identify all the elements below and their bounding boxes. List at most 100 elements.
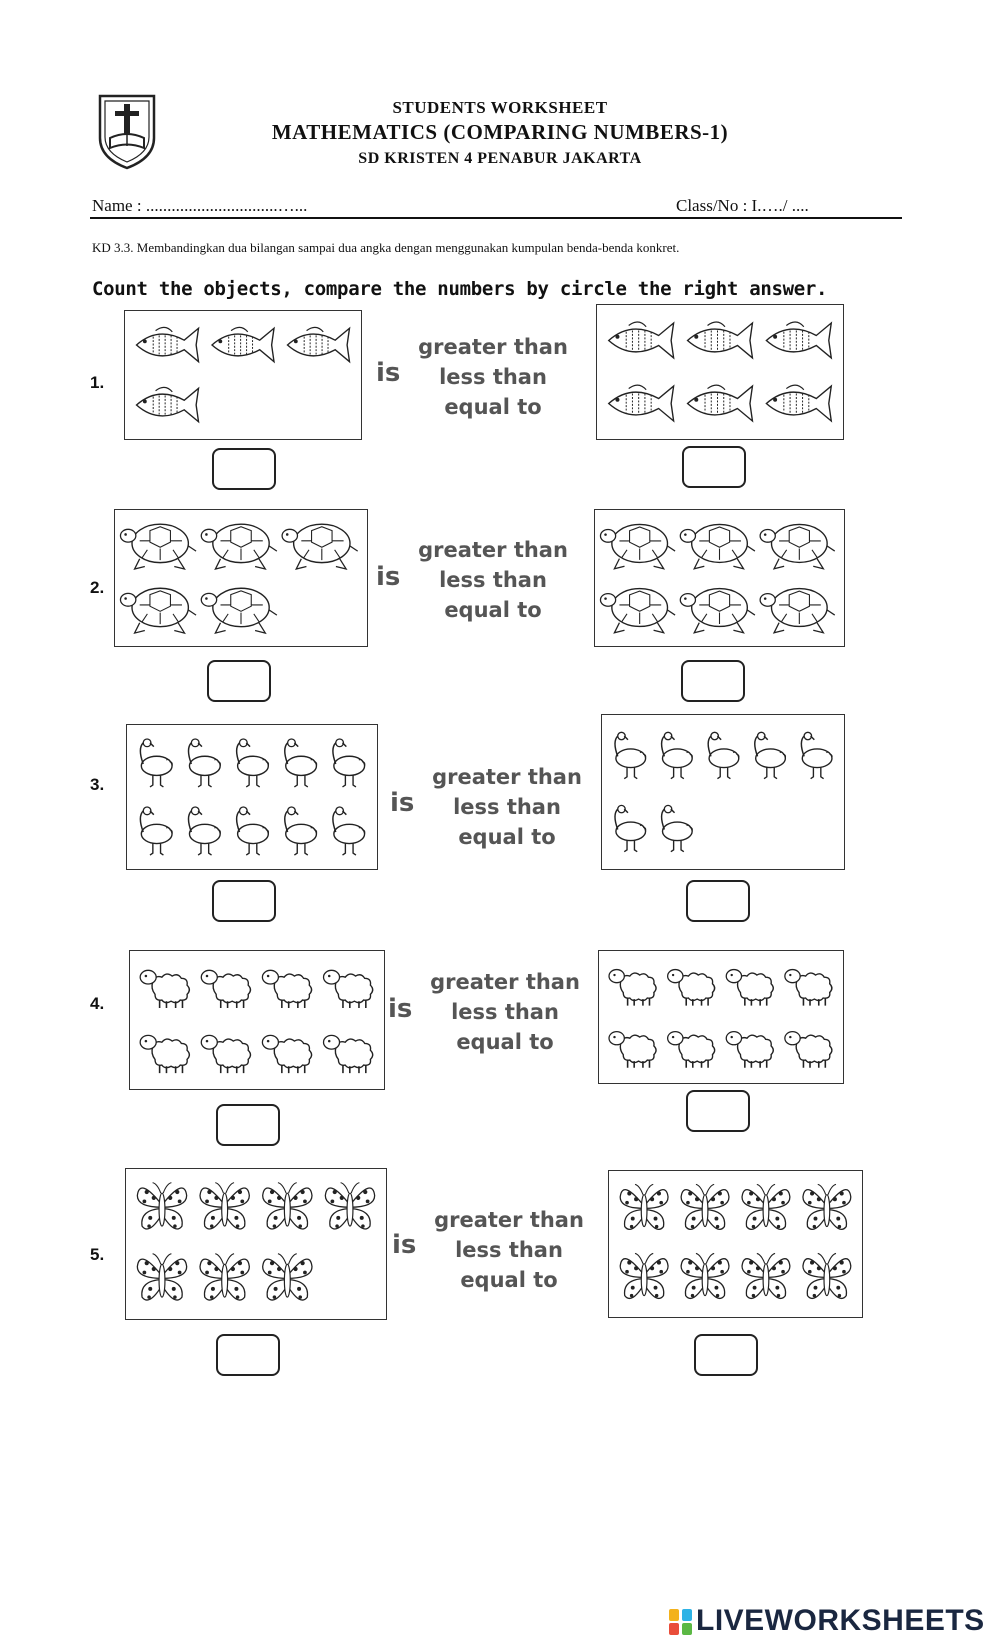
sheep-icon xyxy=(139,969,191,1009)
flamingo-icon xyxy=(235,738,270,788)
worksheet-label: STUDENTS WORKSHEET xyxy=(392,98,608,117)
butterfly-icon xyxy=(324,1182,376,1230)
right-count-input[interactable] xyxy=(694,1334,758,1376)
butterfly-icon xyxy=(680,1183,730,1230)
right-object-group xyxy=(601,714,845,870)
left-count-input[interactable] xyxy=(216,1104,280,1146)
choice-equal-to[interactable]: equal to xyxy=(460,1268,558,1292)
butterfly-icon xyxy=(136,1182,188,1230)
left-object-group xyxy=(124,310,362,440)
name-field-label: Name : ...............................….… xyxy=(92,196,308,215)
turtle-icon xyxy=(759,587,836,634)
fish-icon xyxy=(135,326,351,424)
sheep-icon xyxy=(139,1034,191,1074)
left-object-group xyxy=(125,1168,387,1320)
fish-icon xyxy=(607,321,675,360)
sheep-icon xyxy=(784,1030,833,1068)
sheep-icon xyxy=(322,1034,374,1074)
choice-greater-than[interactable]: greater than xyxy=(434,1208,584,1232)
butterfly-icon xyxy=(802,1183,852,1230)
fish-icon xyxy=(765,384,833,423)
sheep-icon xyxy=(200,1034,252,1074)
is-label: is xyxy=(388,994,413,1024)
question-number: 5. xyxy=(90,1245,105,1264)
flamingo-icon xyxy=(707,731,740,780)
class-field-label: Class/No : I.…./ .... xyxy=(676,196,809,215)
fish-icon xyxy=(607,384,675,423)
choice-equal-to[interactable]: equal to xyxy=(456,1030,554,1054)
flamingo-icon xyxy=(139,738,366,856)
sheep-icon xyxy=(139,969,374,1074)
butterfly-icon xyxy=(262,1253,313,1301)
left-object-group xyxy=(129,950,385,1090)
question-number: 3. xyxy=(90,775,105,794)
sheep-icon xyxy=(666,1030,716,1068)
flamingo-icon xyxy=(614,731,647,780)
flamingo-icon xyxy=(660,804,693,853)
fish-icon xyxy=(765,321,833,360)
instruction-text: Count the objects, compare the numbers b… xyxy=(92,278,828,300)
butterfly-icon xyxy=(136,1182,376,1301)
butterfly-icon xyxy=(262,1182,313,1230)
choice-greater-than[interactable]: greater than xyxy=(418,538,568,562)
choice-equal-to[interactable]: equal to xyxy=(444,598,542,622)
is-label: is xyxy=(390,788,415,818)
turtle-icon xyxy=(679,587,756,634)
right-count-input[interactable] xyxy=(682,446,746,488)
left-count-input[interactable] xyxy=(212,448,276,490)
fish-icon xyxy=(607,321,833,423)
choice-equal-to[interactable]: equal to xyxy=(458,825,556,849)
flamingo-icon xyxy=(800,731,833,780)
choice-equal-to[interactable]: equal to xyxy=(444,395,542,419)
fish-icon xyxy=(135,386,200,424)
flamingo-icon xyxy=(235,806,270,856)
sheep-icon xyxy=(725,1030,774,1068)
fish-icon xyxy=(686,384,754,423)
butterfly-icon xyxy=(741,1252,791,1299)
sheep-icon xyxy=(200,969,252,1009)
sheep-icon xyxy=(784,968,833,1006)
choice-less-than[interactable]: less than xyxy=(439,365,547,389)
choice-less-than[interactable]: less than xyxy=(451,1000,559,1024)
flamingo-icon xyxy=(139,806,173,856)
flamingo-icon xyxy=(139,738,173,788)
choice-less-than[interactable]: less than xyxy=(439,568,547,592)
footer-brand: LIVEWORKSHEETS xyxy=(696,1604,985,1637)
answer-choices: greater than less than equal to xyxy=(420,967,590,1057)
choice-less-than[interactable]: less than xyxy=(455,1238,563,1262)
turtle-icon xyxy=(200,587,278,635)
butterfly-icon xyxy=(199,1182,250,1230)
turtle-icon xyxy=(679,523,756,570)
flamingo-icon xyxy=(187,806,221,856)
right-count-input[interactable] xyxy=(686,880,750,922)
is-label: is xyxy=(392,1230,417,1260)
sheep-icon xyxy=(608,1030,657,1068)
left-count-input[interactable] xyxy=(216,1334,280,1376)
right-count-input[interactable] xyxy=(686,1090,750,1132)
fish-icon xyxy=(210,326,275,364)
choice-greater-than[interactable]: greater than xyxy=(432,765,582,789)
right-object-group xyxy=(598,950,844,1084)
choice-less-than[interactable]: less than xyxy=(453,795,561,819)
fish-icon xyxy=(135,326,200,364)
flamingo-icon xyxy=(332,806,366,856)
left-count-input[interactable] xyxy=(207,660,271,702)
sheep-icon xyxy=(725,968,774,1006)
sheep-icon xyxy=(261,1034,313,1074)
flamingo-icon xyxy=(284,738,318,788)
right-count-input[interactable] xyxy=(681,660,745,702)
left-object-group xyxy=(114,509,368,647)
answer-choices: greater than less than equal to xyxy=(424,1205,594,1295)
turtle-icon xyxy=(599,587,676,634)
is-label: is xyxy=(376,358,401,388)
right-object-group xyxy=(594,509,845,647)
choice-greater-than[interactable]: greater than xyxy=(430,970,580,994)
is-label: is xyxy=(376,562,401,592)
flamingo-icon xyxy=(660,731,693,780)
sheep-icon xyxy=(261,969,313,1009)
left-object-group xyxy=(126,724,378,870)
choice-greater-than[interactable]: greater than xyxy=(418,335,568,359)
left-count-input[interactable] xyxy=(212,880,276,922)
school-name: SD KRISTEN 4 PENABUR JAKARTA xyxy=(358,150,642,167)
liveworksheets-logo-icon xyxy=(669,1609,692,1635)
